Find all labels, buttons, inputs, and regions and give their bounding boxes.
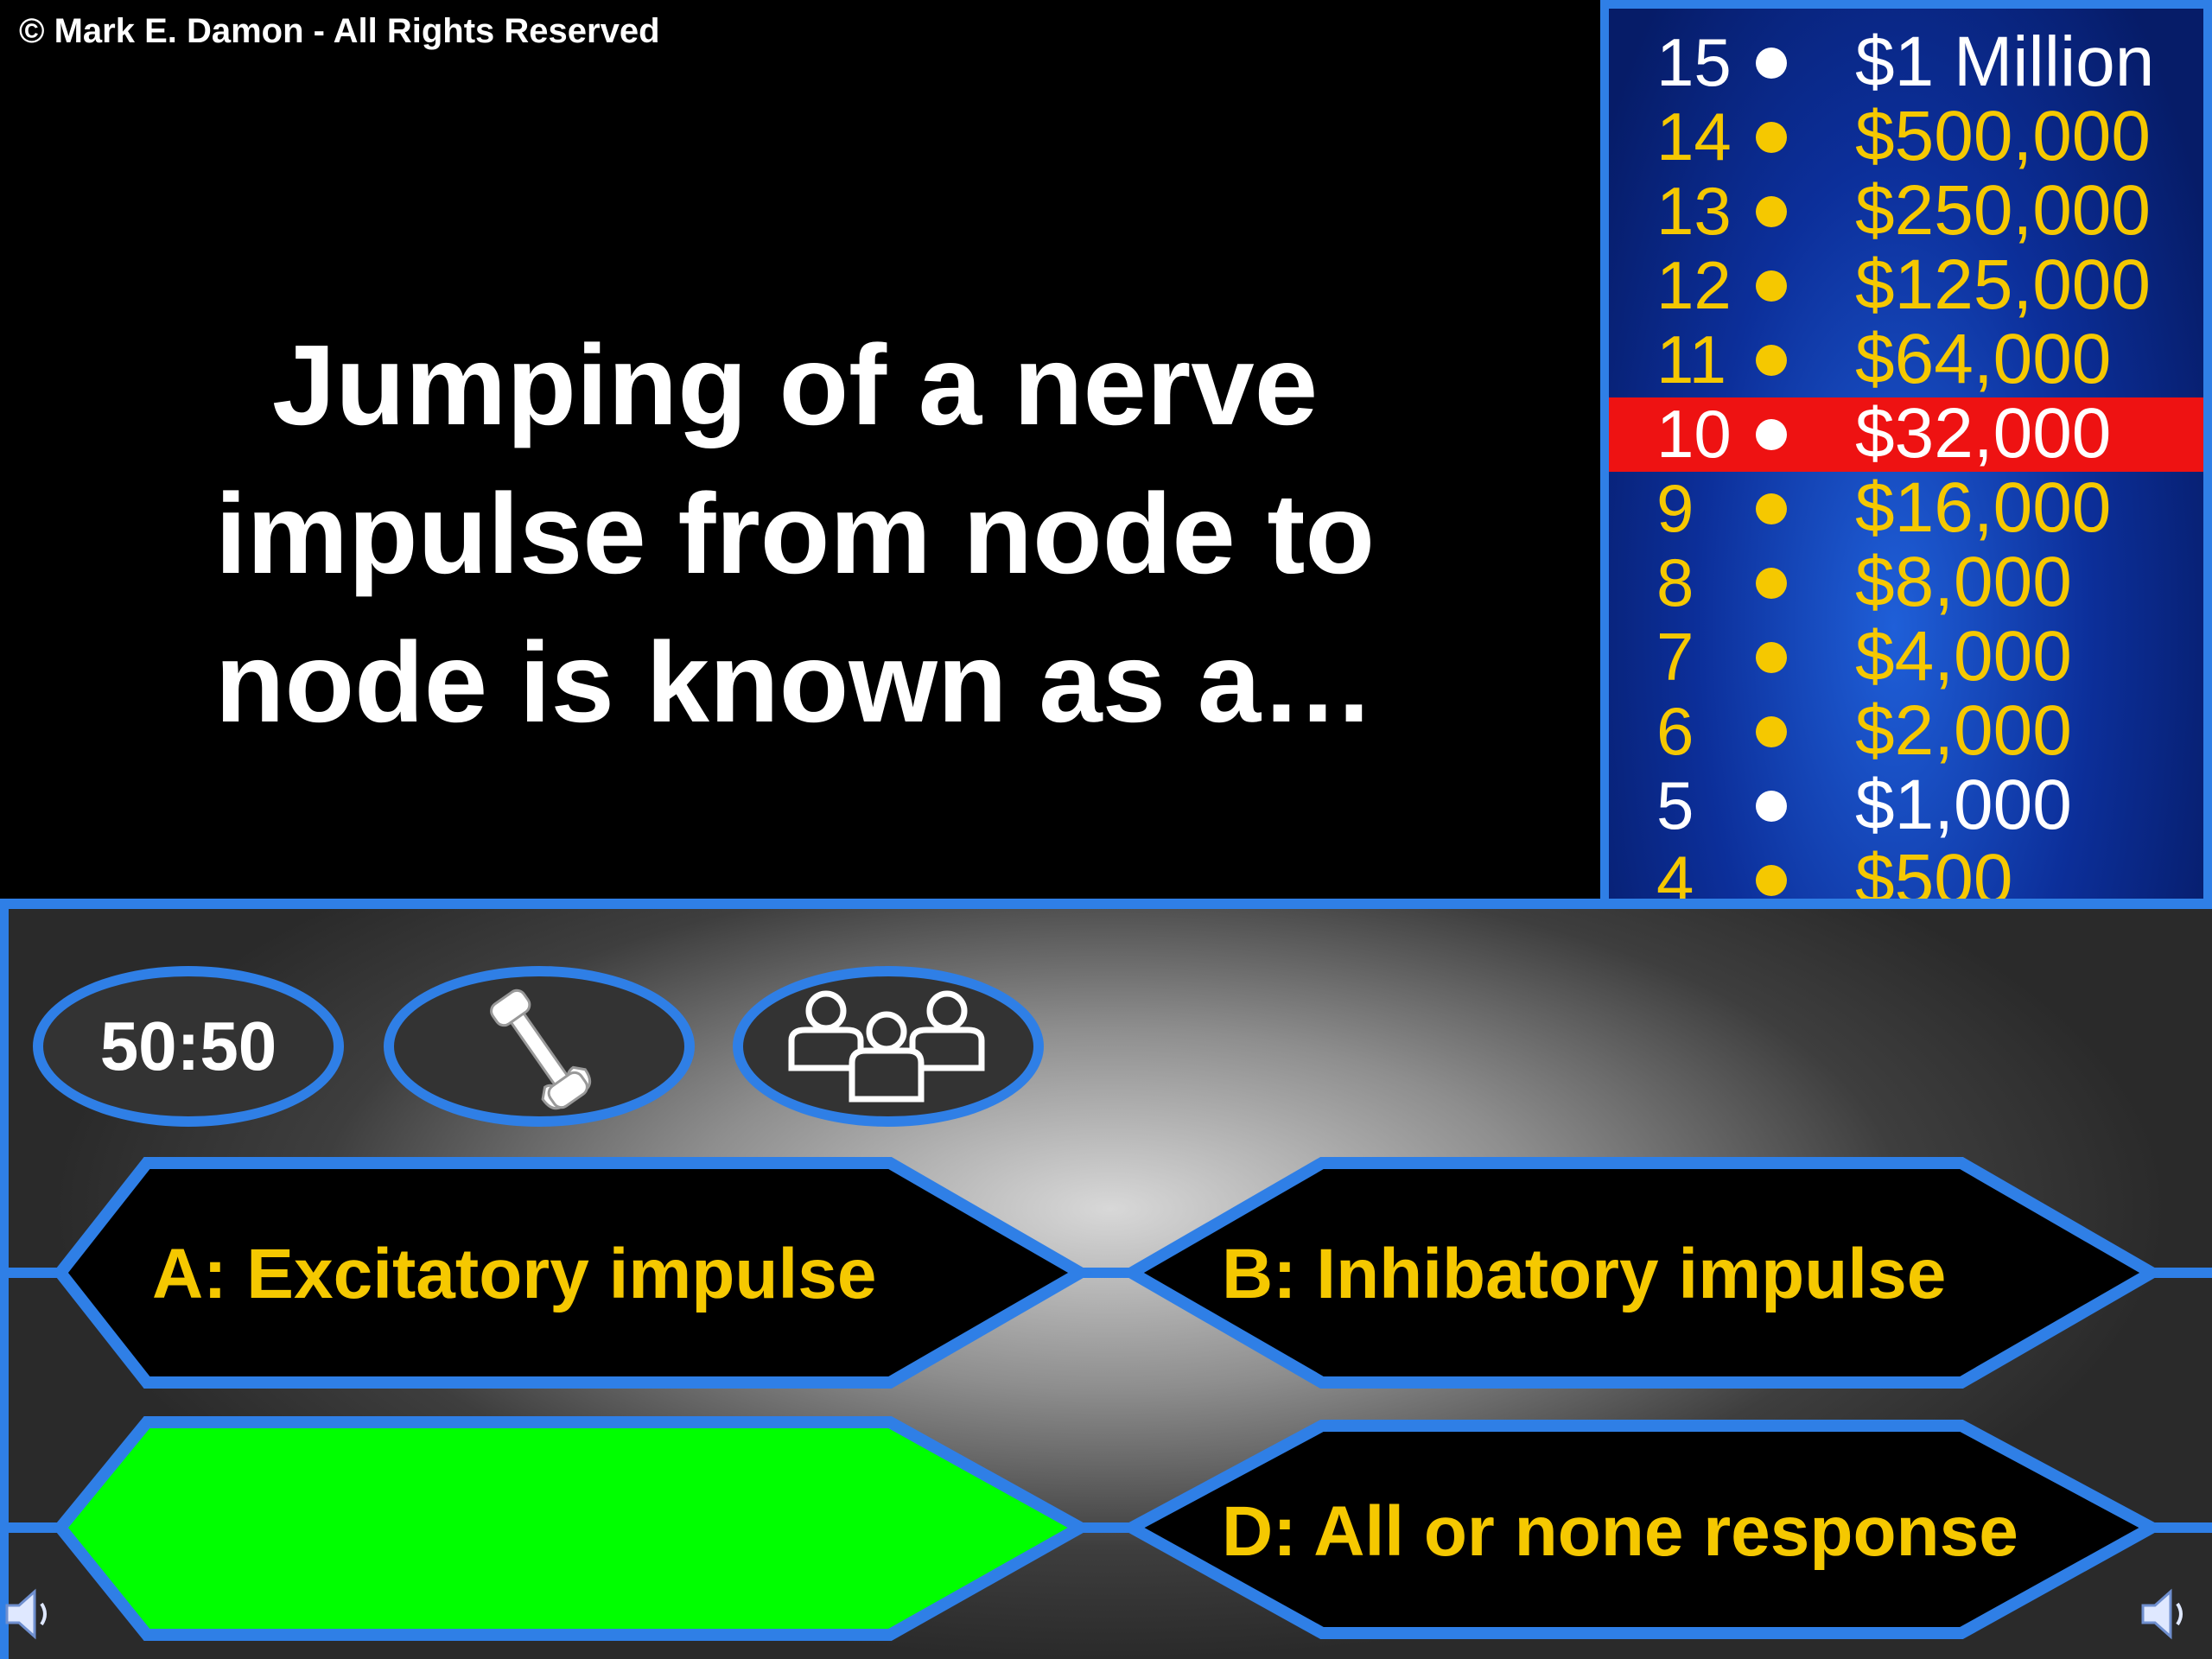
- ladder-amount: $64,000: [1855, 320, 2112, 398]
- answer-b-label: B: Inhibatory impulse: [1222, 1235, 1947, 1313]
- answer-a-label: A: Excitatory impulse: [152, 1235, 877, 1313]
- ladder-amount: $16,000: [1855, 468, 2112, 547]
- ladder-amount: $250,000: [1855, 171, 2152, 250]
- ladder-rung-10: 10 $32,000: [1609, 397, 2203, 472]
- lifeline-ask-the-audience[interactable]: [733, 966, 1044, 1127]
- ladder-amount: $32,000: [1855, 394, 2112, 473]
- ladder-level: 9: [1656, 470, 1694, 546]
- ladder-rung-5: 5 $1,000: [1609, 769, 2203, 843]
- ladder-rung-13: 13$250,000: [1609, 175, 2203, 249]
- ladder-amount: $1 Million: [1855, 22, 2155, 101]
- ladder-rung-12: 12$125,000: [1609, 249, 2203, 323]
- ladder-amount: $125,000: [1855, 245, 2152, 324]
- ladder-amount: $500,000: [1855, 97, 2152, 175]
- lifeline-fifty-fifty[interactable]: 50:50: [33, 966, 344, 1127]
- ladder-level: 12: [1656, 247, 1732, 323]
- audience-icon: [788, 990, 985, 1103]
- ladder-rung-15: 15$1 Million: [1609, 26, 2203, 100]
- ladder-level: 11: [1656, 321, 1726, 397]
- ladder-dot-icon: [1756, 865, 1787, 896]
- answer-b-hexagon[interactable]: [1119, 1157, 2164, 1389]
- ladder-rung-9: 9$16,000: [1609, 472, 2203, 546]
- ladder-level: 10: [1656, 396, 1732, 472]
- answer-d-label: D: All or none response: [1222, 1492, 2018, 1571]
- ladder-dot-icon: [1756, 493, 1787, 524]
- speaker-icon-left[interactable]: [2, 1583, 57, 1645]
- question-area: Jumping of a nerve impulse from node to …: [0, 0, 1600, 899]
- ladder-rung-7: 7 $4,000: [1609, 620, 2203, 695]
- answer-a-hexagon[interactable]: [53, 1157, 1093, 1389]
- ladder-dot-icon: [1756, 419, 1787, 450]
- ladder-level: 5: [1656, 767, 1694, 843]
- ladder-amount: $8,000: [1855, 543, 2072, 621]
- phone-icon: [490, 988, 592, 1110]
- ladder-dot-icon: [1756, 345, 1787, 376]
- ladder-dot-icon: [1756, 48, 1787, 79]
- ladder-rung-6: 6$2,000: [1609, 695, 2203, 769]
- ladder-level: 13: [1656, 173, 1732, 249]
- ladder-dot-icon: [1756, 122, 1787, 153]
- answer-c-hexagon[interactable]: [52, 1416, 1093, 1641]
- ladder-rung-11: 11 $64,000: [1609, 323, 2203, 397]
- fifty-fifty-label: 50:50: [99, 1007, 277, 1084]
- ladder-level: 14: [1656, 99, 1732, 175]
- ladder-level: 7: [1656, 619, 1694, 695]
- speaker-icon-right[interactable]: [2138, 1583, 2193, 1645]
- ladder-level: 6: [1656, 693, 1694, 769]
- ladder-dot-icon: [1756, 270, 1787, 302]
- ladder-rung-8: 8 $8,000: [1609, 546, 2203, 620]
- copyright-notice: © Mark E. Damon - All Rights Reserved: [19, 12, 660, 50]
- ladder-amount: $4,000: [1855, 617, 2072, 696]
- ladder-dot-icon: [1756, 568, 1787, 599]
- ladder-level: 15: [1656, 24, 1732, 100]
- ladder-rung-14: 14 $500,000: [1609, 100, 2203, 175]
- ladder-level: 8: [1656, 544, 1694, 620]
- answer-d-hexagon[interactable]: [1119, 1420, 2164, 1639]
- lifeline-phone-a-friend[interactable]: [384, 966, 695, 1127]
- ladder-dot-icon: [1756, 642, 1787, 673]
- question-text: Jumping of a nerve impulse from node to …: [214, 321, 1376, 746]
- ladder-dot-icon: [1756, 196, 1787, 227]
- ladder-dot-icon: [1756, 716, 1787, 747]
- ladder-amount: $2,000: [1855, 691, 2072, 770]
- ladder-dot-icon: [1756, 791, 1787, 822]
- ladder-amount: $1,000: [1855, 766, 2072, 844]
